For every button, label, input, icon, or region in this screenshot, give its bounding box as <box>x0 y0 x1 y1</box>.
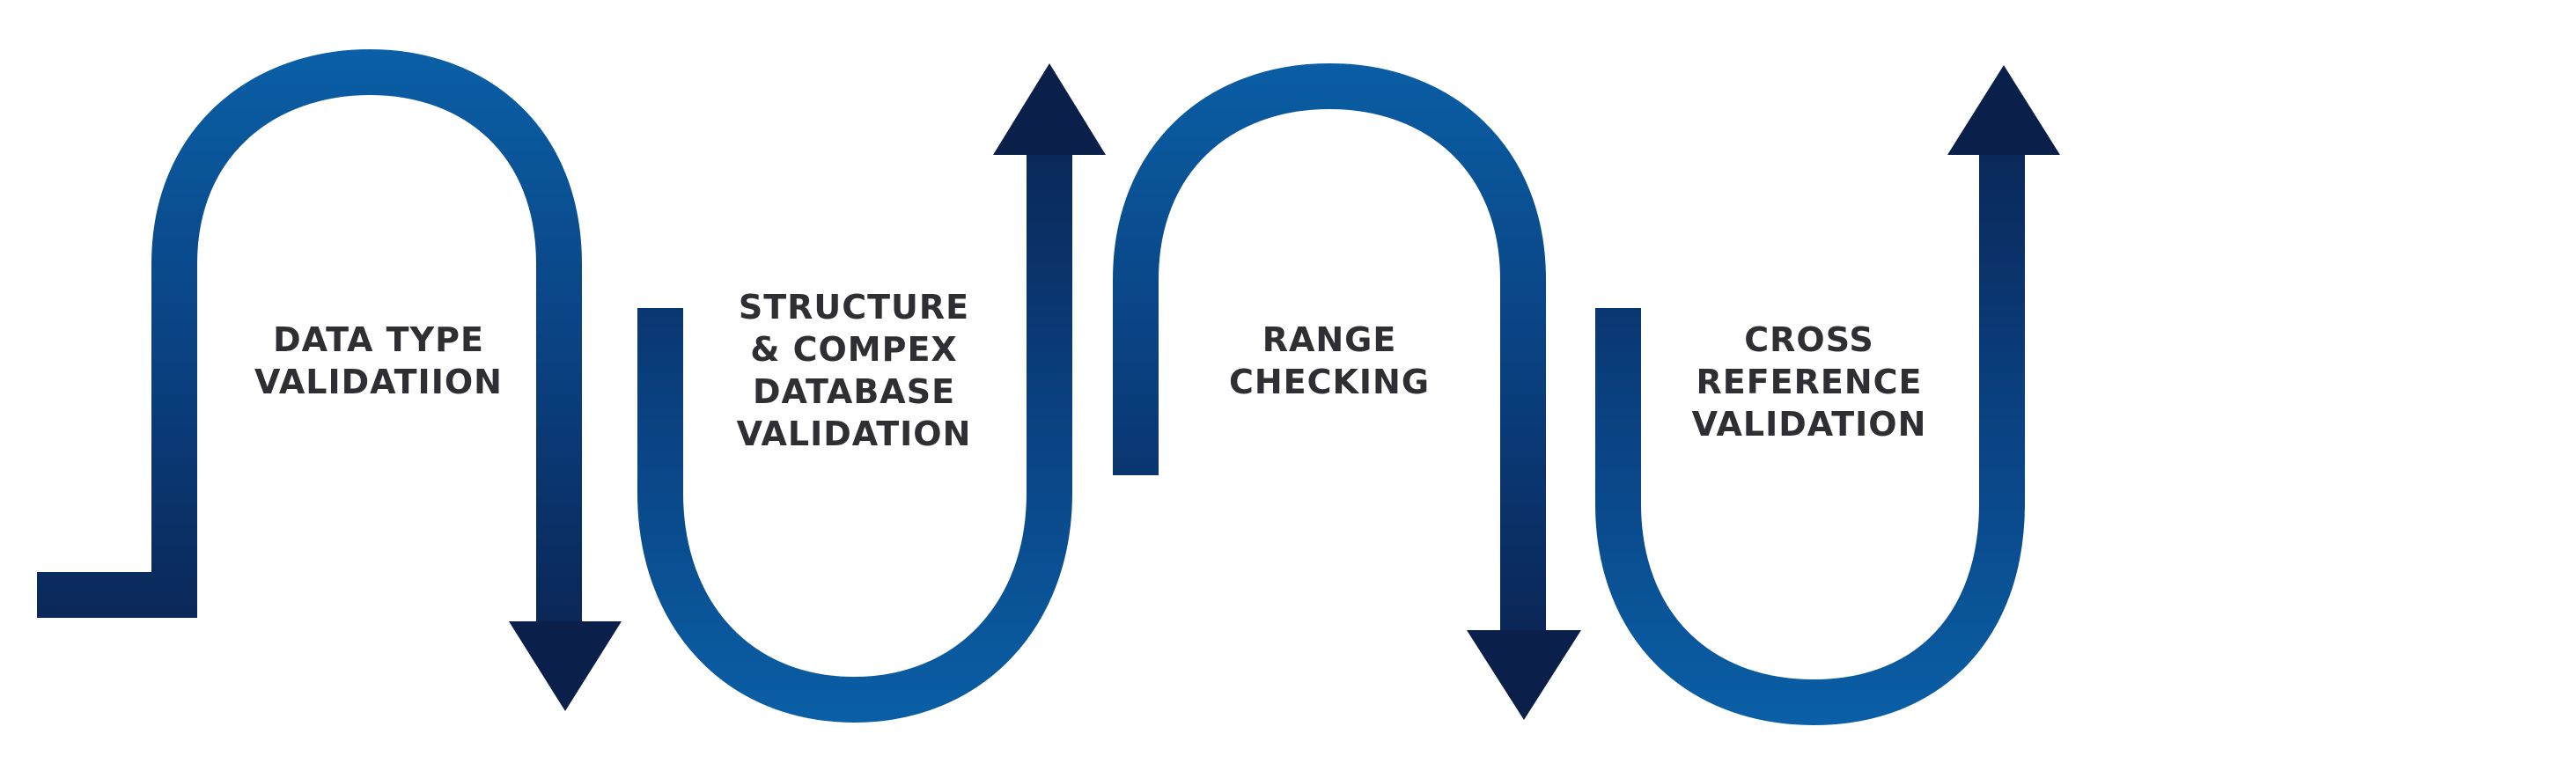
step-1-line-1: DATA TYPE <box>273 320 484 359</box>
step-3-line-2: CHECKING <box>1228 363 1431 401</box>
arrow-head-up-2 <box>993 63 1106 155</box>
step-label-cross-reference-validation: CROSS REFERENCE VALIDATION <box>1673 319 1946 445</box>
step-2-line-4: VALIDATION <box>736 415 972 453</box>
flow-band-4 <box>1595 145 2025 726</box>
step-2-line-2: & COMPEX <box>750 330 958 369</box>
flow-band-2 <box>637 145 1072 723</box>
flow-segment-1 <box>37 48 622 711</box>
step-4-line-1: CROSS <box>1744 320 1874 359</box>
step-1-line-2: VALIDATIION <box>254 363 503 401</box>
flow-segment-3 <box>1113 62 1581 720</box>
flow-segment-2 <box>637 63 1106 723</box>
arrow-head-down-3 <box>1467 630 1581 720</box>
arrow-head-up-4 <box>1947 65 2060 155</box>
step-2-line-1: STRUCTURE <box>738 288 970 327</box>
arrow-head-down-1 <box>509 621 622 711</box>
step-4-line-2: REFERENCE <box>1696 363 1923 401</box>
step-label-data-type-validation: DATA TYPE VALIDATIION <box>238 319 519 403</box>
step-2-line-3: DATABASE <box>752 372 956 411</box>
flow-band-3 <box>1113 62 1546 641</box>
step-4-line-3: VALIDATION <box>1691 405 1927 444</box>
flow-band-1 <box>37 48 582 632</box>
flow-segment-4 <box>1595 65 2060 726</box>
step-3-line-1: RANGE <box>1262 320 1397 359</box>
step-label-range-checking: RANGE CHECKING <box>1197 319 1461 403</box>
step-label-structure-database-validation: STRUCTURE & COMPEX DATABASE VALIDATION <box>718 286 990 455</box>
